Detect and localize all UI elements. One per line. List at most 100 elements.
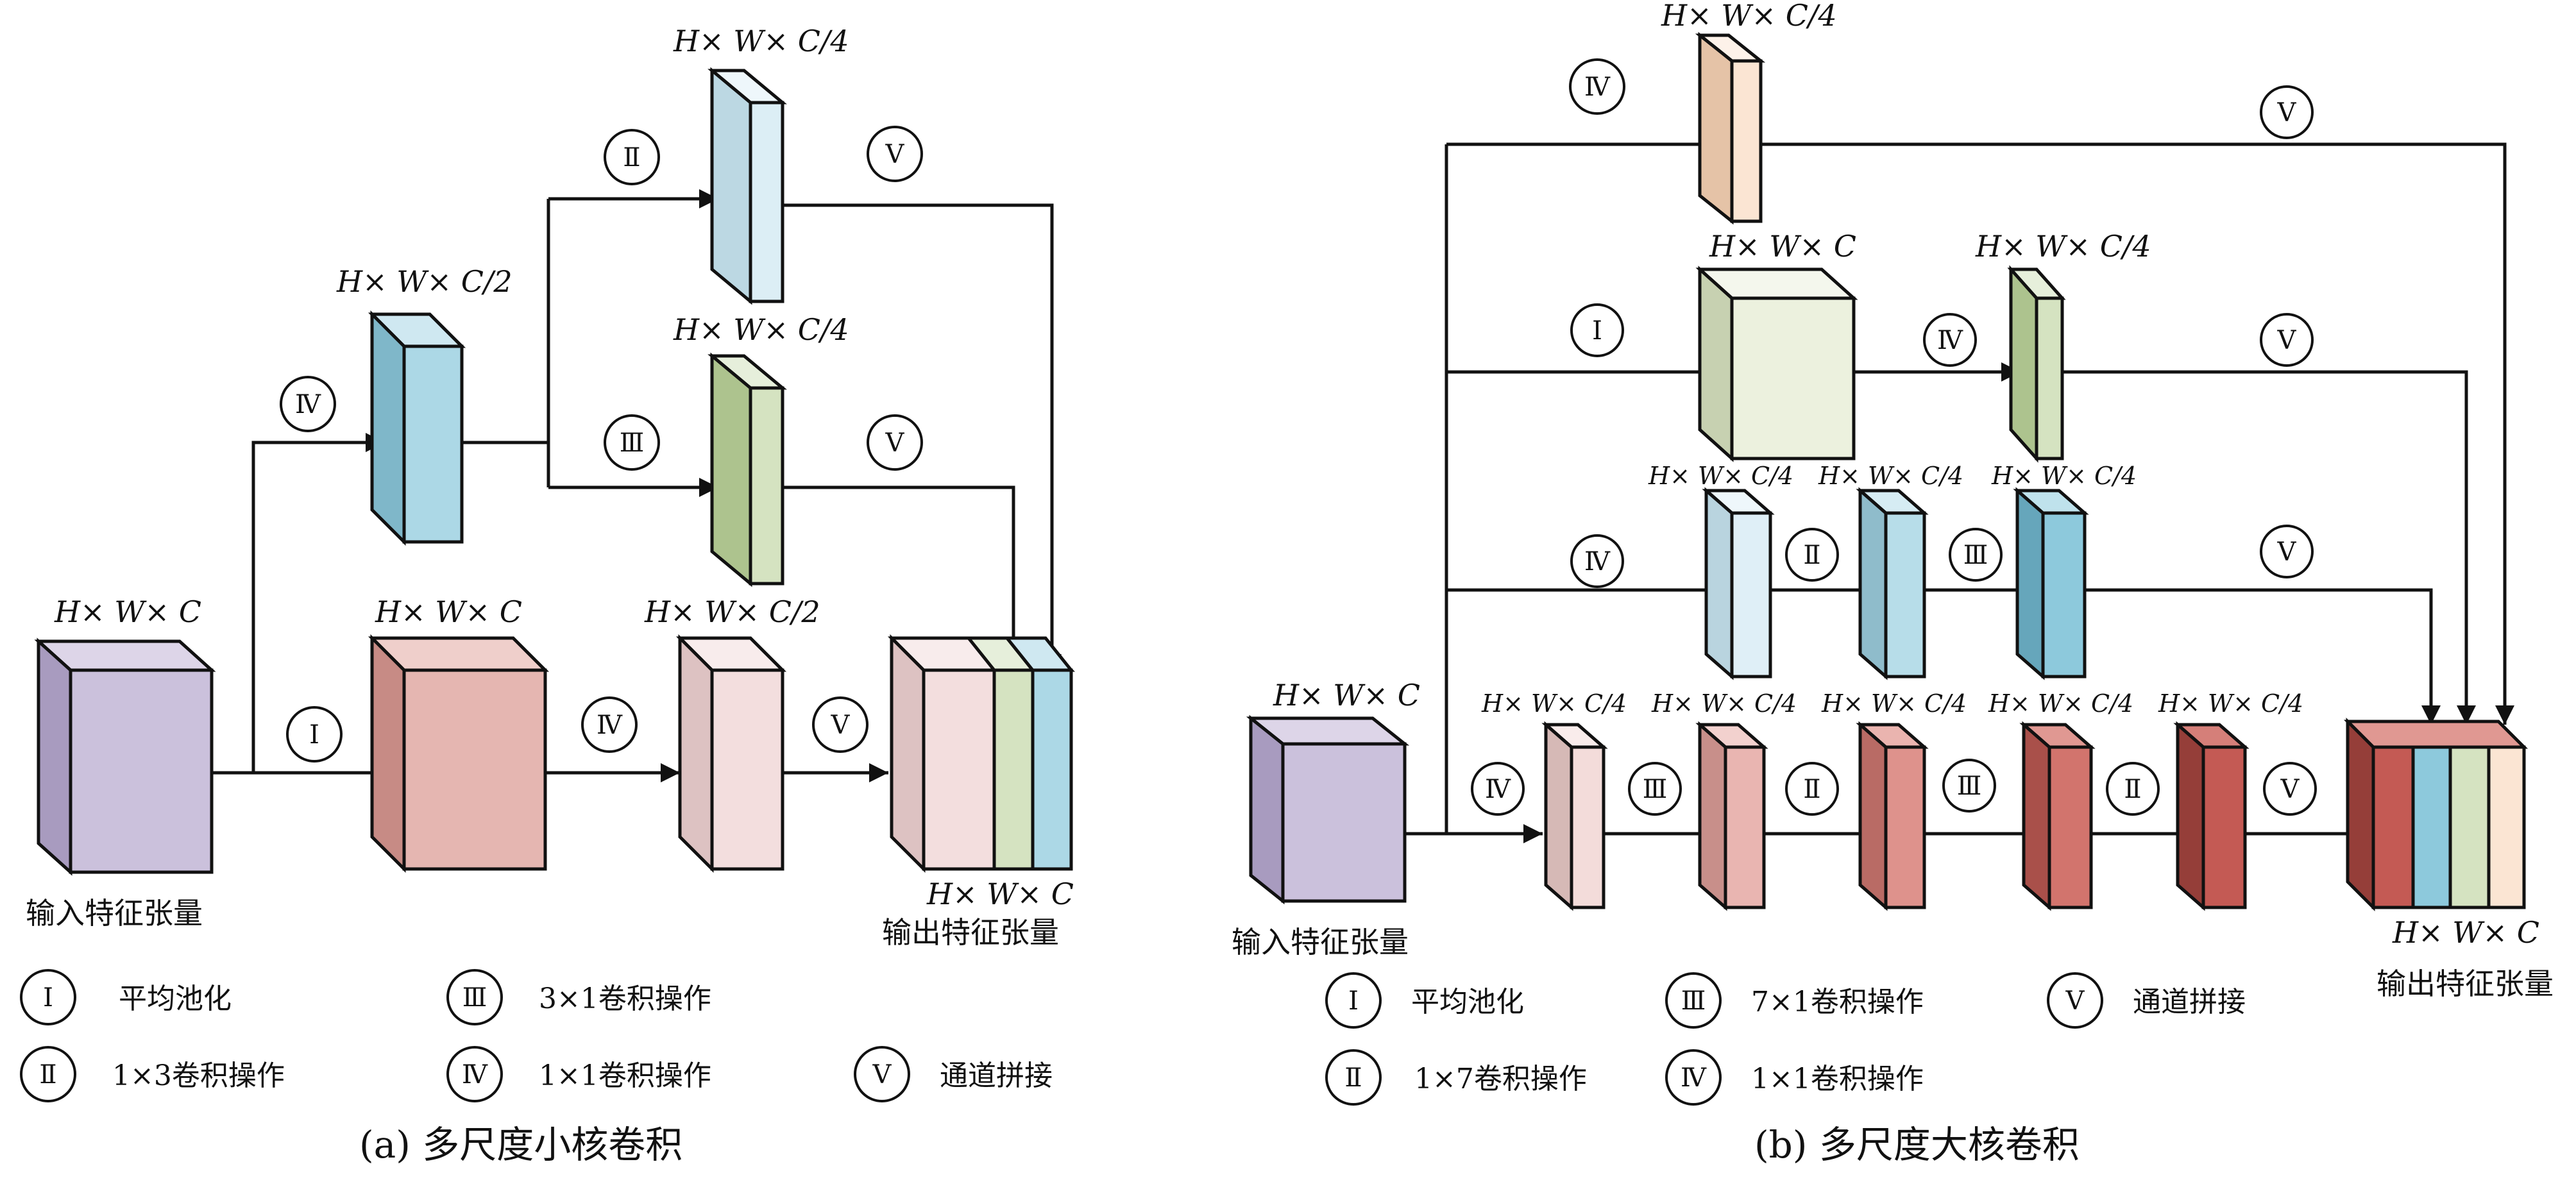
avgpool-block: [368, 634, 550, 873]
svg-text:Ⅰ: Ⅰ: [1592, 316, 1602, 346]
b-row4-dim-1: H× W× C/4: [1481, 689, 1627, 718]
svg-text:Ⅴ: Ⅴ: [2277, 98, 2297, 128]
b-output-tensor-label: 输出特征张量: [2377, 966, 2554, 1001]
legend-a-item-concat: Ⅴ 通道拼接: [854, 1046, 1053, 1102]
input-block-side: [37, 637, 72, 876]
svg-text:Ⅲ: Ⅲ: [1681, 986, 1706, 1016]
svg-text:通道拼接: 通道拼接: [940, 1059, 1053, 1092]
b-row3-block-2: [1856, 487, 1929, 680]
svg-text:Ⅳ: Ⅳ: [1584, 547, 1611, 577]
bottom-half-channel-block: [675, 634, 787, 873]
svg-text:Ⅴ: Ⅴ: [885, 428, 905, 458]
svg-text:Ⅳ: Ⅳ: [1681, 1063, 1707, 1093]
b-avgpool-dim-label: H× W× C: [1709, 229, 1856, 264]
b-row4-dim-5: H× W× C/4: [2158, 689, 2303, 718]
op-marker-concat-2: Ⅴ: [867, 414, 923, 471]
b-op-row3-1: Ⅳ: [1570, 534, 1624, 588]
b-op-row4-3: Ⅱ: [1785, 762, 1839, 816]
svg-text:1×1卷积操作: 1×1卷积操作: [1751, 1063, 1924, 1095]
svg-text:Ⅲ: Ⅲ: [1957, 771, 1982, 801]
input-tensor-label: 输入特征张量: [26, 896, 203, 931]
b-op-row4-2: Ⅲ: [1628, 762, 1682, 816]
b-op-row4-4: Ⅲ: [1942, 759, 1996, 813]
b-row4-block-1: [1541, 721, 1608, 911]
panel-b: H× W× C 输入特征张量 H× W× C/4 H× W× C H× W× C…: [1232, 0, 2554, 1167]
svg-text:Ⅳ: Ⅳ: [295, 390, 321, 419]
svg-text:Ⅳ: Ⅳ: [597, 711, 623, 740]
conv1x3-dim-label: H× W× C/4: [673, 24, 849, 58]
svg-text:Ⅱ: Ⅱ: [1344, 1063, 1362, 1093]
b-row4-dim-3: H× W× C/4: [1821, 689, 1967, 718]
svg-text:Ⅲ: Ⅲ: [620, 428, 645, 458]
b-row3-dim-2: H× W× C/4: [1818, 462, 1963, 490]
svg-text:Ⅲ: Ⅲ: [462, 983, 487, 1013]
svg-text:Ⅴ: Ⅴ: [2280, 775, 2300, 804]
op-marker-conv13: Ⅱ: [604, 129, 660, 185]
b-input-tensor-block: [1246, 714, 1410, 905]
op-markers-a: Ⅰ Ⅳ Ⅱ Ⅲ Ⅳ Ⅴ Ⅴ: [280, 126, 923, 763]
b-output-concat-block: [2343, 717, 2529, 912]
svg-text:Ⅴ: Ⅴ: [2277, 537, 2297, 567]
b-op-row3-4: Ⅴ: [2260, 525, 2314, 578]
svg-text:Ⅰ: Ⅰ: [43, 983, 53, 1013]
b-op-row3-3: Ⅲ: [1949, 528, 2003, 582]
b-row3-block-3: [2013, 487, 2089, 680]
caption-a: (a) 多尺度小核卷积: [359, 1123, 682, 1167]
b-row3-dim-1: H× W× C/4: [1648, 462, 1793, 490]
top-half-dim-label: H× W× C/2: [336, 264, 513, 299]
svg-text:Ⅴ: Ⅴ: [2277, 326, 2297, 355]
svg-text:Ⅳ: Ⅳ: [462, 1060, 488, 1090]
svg-text:Ⅲ: Ⅲ: [1643, 775, 1668, 804]
output-dim-label: H× W× C: [926, 877, 1074, 911]
top-half-channel-block: [368, 310, 466, 546]
b-output-dim-label: H× W× C: [2392, 915, 2539, 950]
svg-text:Ⅴ: Ⅴ: [831, 711, 851, 740]
panel-b-connectors: [1405, 135, 2514, 843]
b-op-row2-in: Ⅰ: [1570, 303, 1624, 357]
b-row4-block-4: [2019, 721, 2096, 911]
svg-text:7×1卷积操作: 7×1卷积操作: [1751, 986, 1924, 1018]
svg-text:Ⅰ: Ⅰ: [1348, 986, 1359, 1016]
panel-a: H× W× C 输入特征张量 H× W× C H× W× C/2 H× W× C…: [20, 24, 1076, 1167]
b-input-tensor-label: 输入特征张量: [1232, 925, 1409, 959]
svg-text:通道拼接: 通道拼接: [2133, 986, 2246, 1018]
op-marker-concat-3: Ⅴ: [812, 696, 869, 753]
b-op-row2-out: Ⅴ: [2260, 313, 2314, 367]
svg-text:Ⅱ: Ⅱ: [1803, 541, 1820, 570]
input-block-front: [69, 668, 214, 874]
svg-text:1×1卷积操作: 1×1卷积操作: [539, 1059, 711, 1092]
avgpool-dim-label: H× W× C: [375, 594, 522, 629]
svg-text:Ⅱ: Ⅱ: [623, 143, 640, 173]
b-op-row2-mid: Ⅳ: [1923, 313, 1977, 367]
conv3x1-block: [708, 352, 787, 587]
legend-b-item-concat: Ⅴ 通道拼接: [2047, 972, 2246, 1029]
conv1x3-block: [708, 67, 787, 305]
svg-text:平均池化: 平均池化: [119, 982, 232, 1015]
svg-text:Ⅴ: Ⅴ: [885, 140, 905, 169]
svg-text:Ⅲ: Ⅲ: [1963, 541, 1988, 570]
svg-text:Ⅴ: Ⅴ: [2065, 986, 2085, 1016]
svg-text:平均池化: 平均池化: [1411, 986, 1524, 1018]
legend-a-item-conv31: Ⅲ 3×1卷积操作: [446, 969, 711, 1025]
legend-b-item-avgpool: Ⅰ 平均池化: [1325, 972, 1524, 1029]
svg-text:Ⅴ: Ⅴ: [872, 1060, 892, 1090]
legend-a-item-conv13: Ⅱ 1×3卷积操作: [20, 1046, 285, 1102]
b-op-row4-5: Ⅱ: [2106, 762, 2160, 816]
b-row3-block-1: [1702, 487, 1775, 680]
op-markers-b: Ⅳ Ⅴ Ⅰ Ⅳ Ⅴ Ⅳ Ⅱ: [1471, 58, 2317, 816]
b-row1-block: [1695, 31, 1766, 225]
b-row2-conv-dim-label: H× W× C/4: [1975, 229, 2151, 264]
b-row1-dim-label: H× W× C/4: [1661, 0, 1837, 33]
op-marker-bottom-branch: Ⅳ: [581, 696, 638, 753]
legend-b-item-conv17: Ⅱ 1×7卷积操作: [1325, 1049, 1587, 1106]
op-marker-top-branch: Ⅳ: [280, 376, 336, 432]
svg-text:Ⅳ: Ⅳ: [1485, 775, 1511, 804]
svg-text:3×1卷积操作: 3×1卷积操作: [539, 982, 711, 1015]
legend-b-item-conv11: Ⅳ 1×1卷积操作: [1665, 1049, 1924, 1106]
legend-a-item-conv11: Ⅳ 1×1卷积操作: [446, 1046, 711, 1102]
conv3x1-dim-label: H× W× C/4: [673, 312, 849, 347]
panel-a-connectors: [212, 189, 1062, 782]
svg-text:Ⅳ: Ⅳ: [1584, 72, 1611, 102]
svg-text:Ⅰ: Ⅰ: [309, 720, 319, 750]
